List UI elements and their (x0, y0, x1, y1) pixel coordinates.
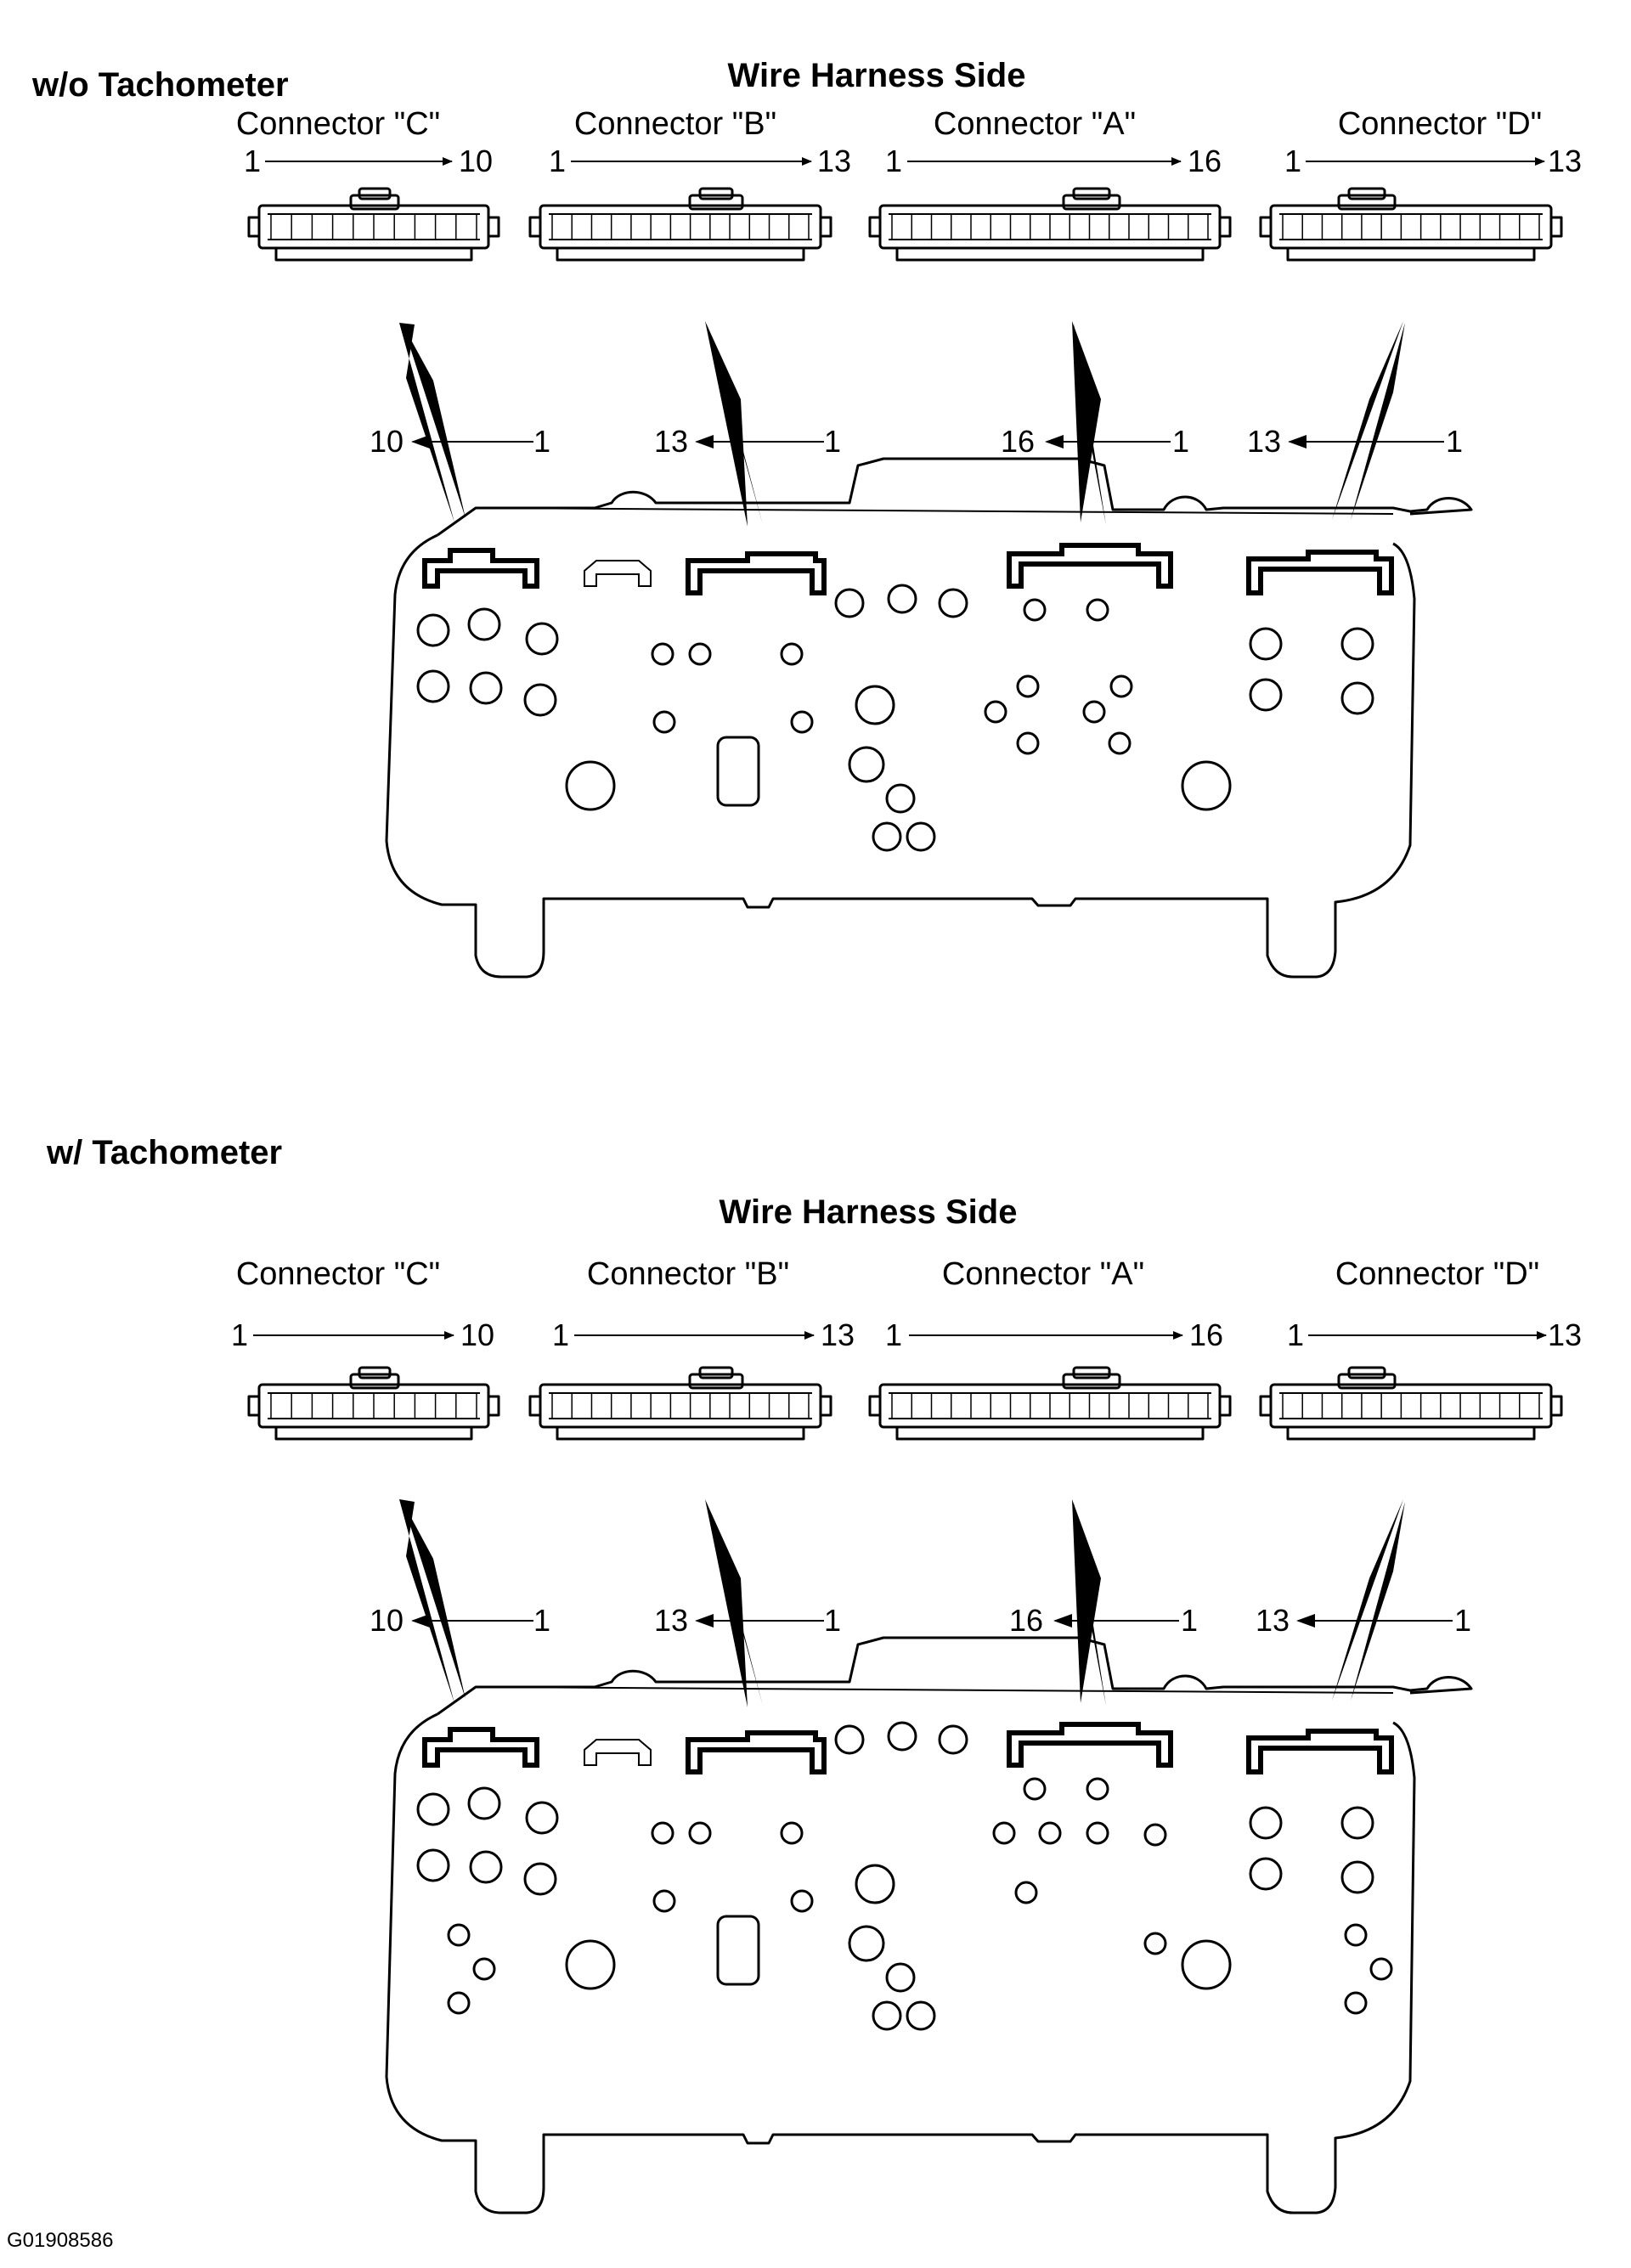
pin-last: 16 (1189, 1317, 1223, 1352)
connector-b-body (528, 187, 832, 262)
section-title: w/o Tachometer (31, 66, 289, 104)
mount-holes (447, 1777, 1393, 2015)
socket-a-last: 16 (1001, 424, 1035, 459)
socket-b-first: 1 (824, 1603, 841, 1638)
mount-holes (651, 598, 1133, 807)
connector-c-body (247, 1366, 500, 1441)
connector-a: Connector "A" 1 16 (868, 1256, 1232, 1441)
connector-c-body (247, 187, 500, 262)
pin-last: 13 (1548, 144, 1582, 178)
pin-first: 1 (549, 144, 566, 178)
bulb-sockets (416, 584, 1374, 852)
socket-b-last: 13 (654, 424, 688, 459)
figure-code: G01908586 (7, 2229, 113, 2252)
connector-name: Connector "C" (236, 106, 440, 142)
socket-a-first: 1 (1181, 1603, 1198, 1638)
section-without-tachometer: w/o Tachometer Wire Harness Side Connect… (31, 57, 1582, 979)
socket-c-first: 1 (533, 424, 550, 459)
socket-d-first: 1 (1446, 424, 1463, 459)
pin-last: 13 (817, 144, 851, 178)
pin-last: 13 (821, 1317, 855, 1352)
socket-d-last: 13 (1247, 424, 1281, 459)
pin-first: 1 (244, 144, 261, 178)
socket-b-last: 13 (654, 1603, 688, 1638)
pin-first: 1 (885, 1317, 902, 1352)
connector-d-body (1259, 1366, 1563, 1441)
pin-first: 1 (552, 1317, 569, 1352)
socket-d-last: 13 (1256, 1603, 1290, 1638)
socket-d-first: 1 (1454, 1603, 1471, 1638)
meter-board (385, 457, 1473, 979)
socket-a-first: 1 (1172, 424, 1189, 459)
connector-name: Connector "A" (942, 1256, 1144, 1292)
connector-a: Connector "A" 1 16 (868, 106, 1232, 262)
connector-name: Connector "D" (1335, 1256, 1539, 1292)
socket-c-first: 1 (533, 1603, 550, 1638)
bulb-sockets (416, 1721, 1374, 2031)
socket-b-first: 1 (824, 424, 841, 459)
connector-name: Connector "A" (934, 106, 1136, 142)
lead-arrows (399, 1499, 1405, 1707)
connector-d-body (1259, 187, 1563, 262)
connector-name: Connector "C" (236, 1256, 440, 1292)
pin-last: 13 (1548, 1317, 1582, 1352)
pin-last: 10 (459, 144, 493, 178)
socket-c-last: 10 (370, 424, 404, 459)
connector-a-body (868, 187, 1232, 262)
connector-name: Connector "B" (574, 106, 776, 142)
pin-last: 10 (460, 1317, 494, 1352)
connector-c: Connector "C" 1 10 (231, 1256, 500, 1441)
socket-a-last: 16 (1009, 1603, 1043, 1638)
lead-arrows (399, 321, 1405, 527)
connector-a-body (868, 1366, 1232, 1441)
pin-first: 1 (1284, 144, 1301, 178)
connector-name: Connector "D" (1338, 106, 1542, 142)
meter-board (385, 1636, 1473, 2214)
socket-c-last: 10 (370, 1603, 404, 1638)
pin-last: 16 (1188, 144, 1222, 178)
pin-first: 1 (231, 1317, 248, 1352)
connector-d: Connector "D" 1 13 (1259, 1256, 1582, 1441)
connector-d: Connector "D" 1 13 (1259, 106, 1582, 262)
connector-b: Connector "B" 1 13 (528, 106, 851, 262)
section-subtitle: Wire Harness Side (728, 57, 1026, 94)
socket-pin-labels: 10 1 13 1 16 1 13 1 (370, 424, 1463, 459)
section-with-tachometer: w/ Tachometer Wire Harness Side Connecto… (46, 1134, 1582, 2214)
connector-b: Connector "B" 1 13 (528, 1256, 855, 1441)
connector-name: Connector "B" (587, 1256, 789, 1292)
section-subtitle: Wire Harness Side (720, 1193, 1018, 1231)
connector-b-body (528, 1366, 832, 1441)
pin-first: 1 (885, 144, 902, 178)
section-title: w/ Tachometer (46, 1134, 282, 1171)
socket-pin-labels: 10 1 13 1 16 1 13 1 (370, 1603, 1471, 1638)
pin-first: 1 (1287, 1317, 1304, 1352)
connector-c: Connector "C" 1 10 (236, 106, 500, 262)
